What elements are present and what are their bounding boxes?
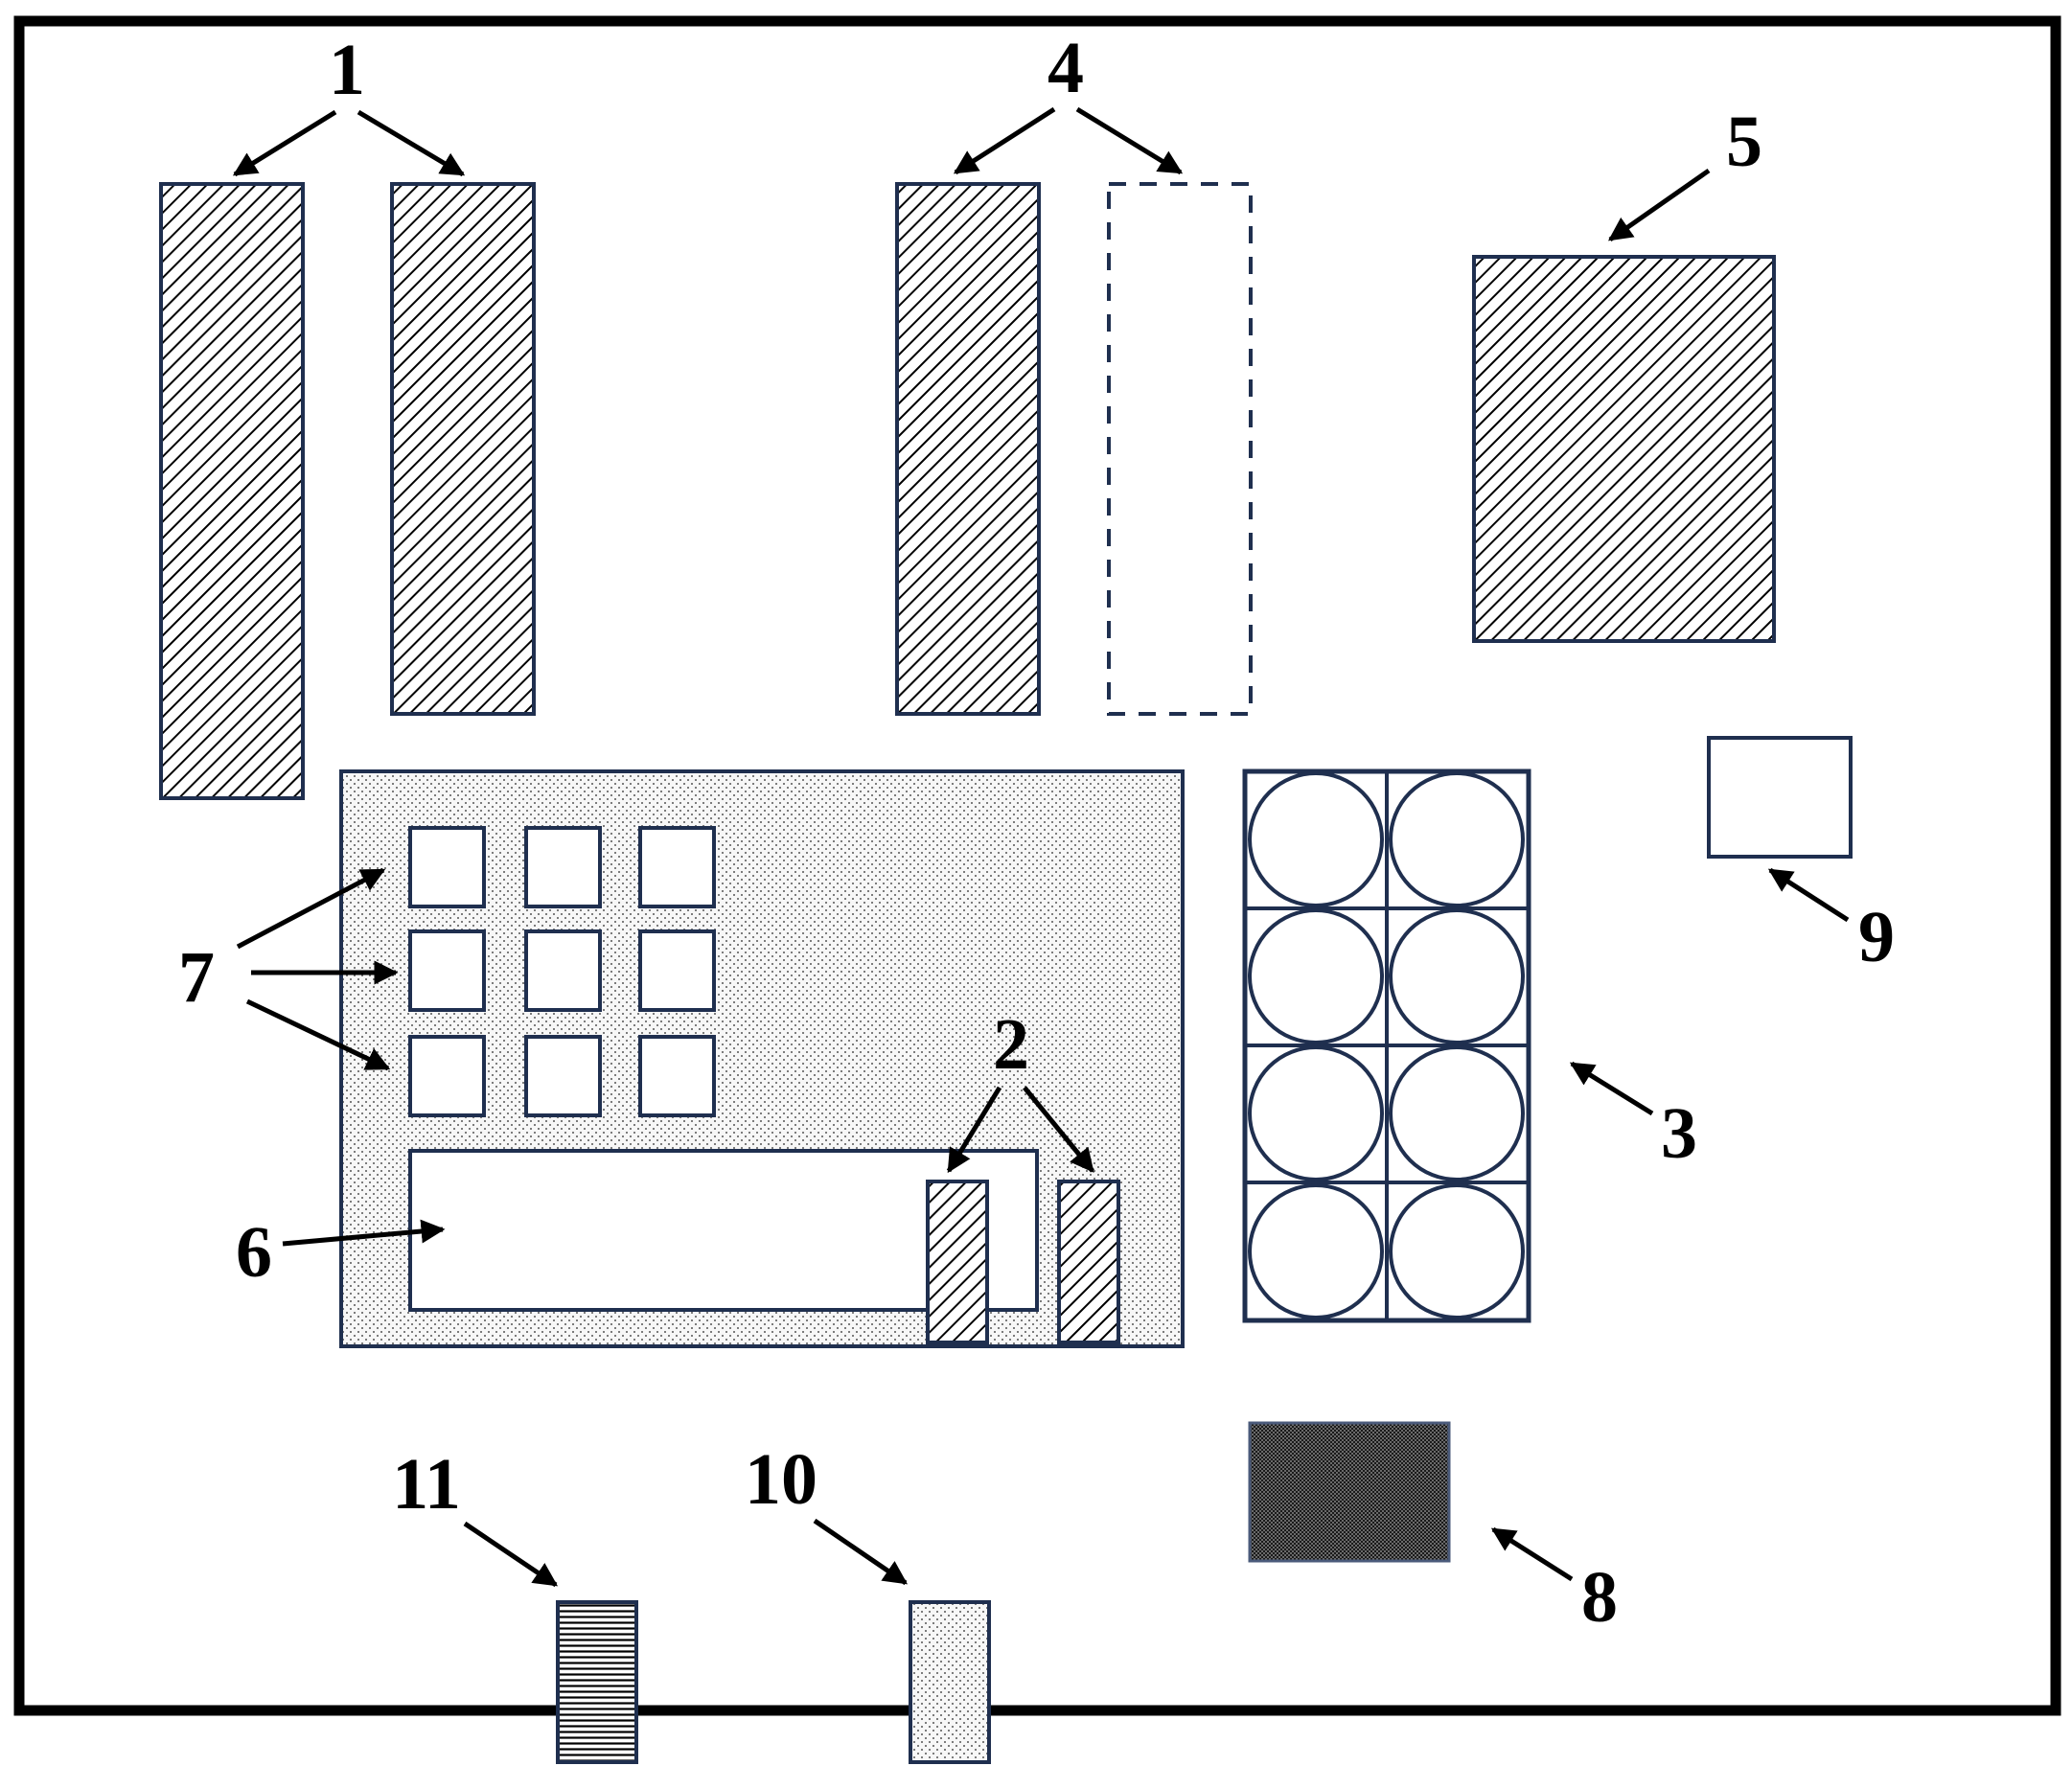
arrow-8 (1490, 1526, 1574, 1582)
label-9: 9 (1858, 897, 1895, 977)
room-outline (13, 15, 2061, 1716)
item-3-circle (1248, 1183, 1384, 1319)
label-4: 4 (1048, 28, 1084, 108)
arrow-11 (463, 1521, 559, 1588)
item-2-unit-a (926, 1180, 989, 1344)
label-1: 1 (329, 30, 365, 110)
item-7-cell (524, 826, 602, 908)
item-8-group: 8 (1248, 1421, 1618, 1638)
item-3-circle (1248, 771, 1384, 907)
arrow-2a (946, 1086, 1002, 1174)
item-5-group: 5 (1472, 102, 1776, 643)
item-3-circle (1389, 771, 1525, 907)
item-11-group: 11 (392, 1444, 638, 1764)
item-7-cell (638, 929, 716, 1012)
item-3-circle (1248, 1045, 1384, 1181)
item-7-cell (524, 929, 602, 1012)
item-3-circle (1389, 1183, 1525, 1319)
item-3-circle (1389, 908, 1525, 1044)
arrow-7c (245, 998, 391, 1071)
item-1-unit-b (390, 182, 536, 716)
item-8-unit (1248, 1421, 1451, 1563)
label-10: 10 (745, 1439, 817, 1520)
work-area-group: 7 6 2 (178, 769, 1185, 1348)
label-11: 11 (392, 1444, 461, 1525)
arrow-9 (1767, 867, 1850, 923)
item-7-cell (638, 826, 716, 908)
label-3: 3 (1661, 1093, 1697, 1174)
item-3-circle (1389, 1045, 1525, 1181)
item-9-unit (1707, 736, 1853, 859)
item-4-unit-b-dashed (1107, 182, 1253, 716)
item-1-unit-a (159, 182, 305, 800)
label-2: 2 (993, 1004, 1029, 1085)
label-7: 7 (178, 937, 215, 1018)
arrow-1b (357, 109, 466, 177)
item-7-cell (408, 826, 486, 908)
item-4-unit-a (895, 182, 1041, 716)
arrow-2b (1023, 1086, 1094, 1173)
arrow-4b (1075, 106, 1184, 175)
label-5: 5 (1726, 102, 1762, 182)
item-10-unit (909, 1600, 991, 1764)
item-9-group: 9 (1707, 736, 1895, 977)
label-6: 6 (236, 1212, 272, 1293)
item-11-unit (556, 1600, 638, 1764)
item-7-grid (408, 826, 716, 1117)
arrow-1a (232, 109, 337, 177)
arrow-6 (282, 1219, 446, 1247)
label-8: 8 (1581, 1557, 1618, 1638)
arrow-7a (236, 867, 386, 950)
item-3-circle (1248, 908, 1384, 1044)
item-2-unit-b (1057, 1180, 1120, 1344)
item-7-cell (408, 1035, 486, 1117)
arrow-10 (813, 1518, 909, 1586)
arrow-4a (953, 106, 1056, 175)
arrow-5 (1607, 168, 1711, 242)
item-3-group: 3 (1242, 768, 1697, 1323)
item-4-group: 4 (895, 28, 1253, 716)
item-7-cell (638, 1035, 716, 1117)
arrow-3 (1569, 1061, 1654, 1116)
item-7-cell (408, 929, 486, 1012)
item-10-group: 10 (745, 1439, 991, 1764)
item-7-cell (524, 1035, 602, 1117)
item-1-group: 1 (159, 30, 536, 800)
item-5-unit (1472, 255, 1776, 643)
